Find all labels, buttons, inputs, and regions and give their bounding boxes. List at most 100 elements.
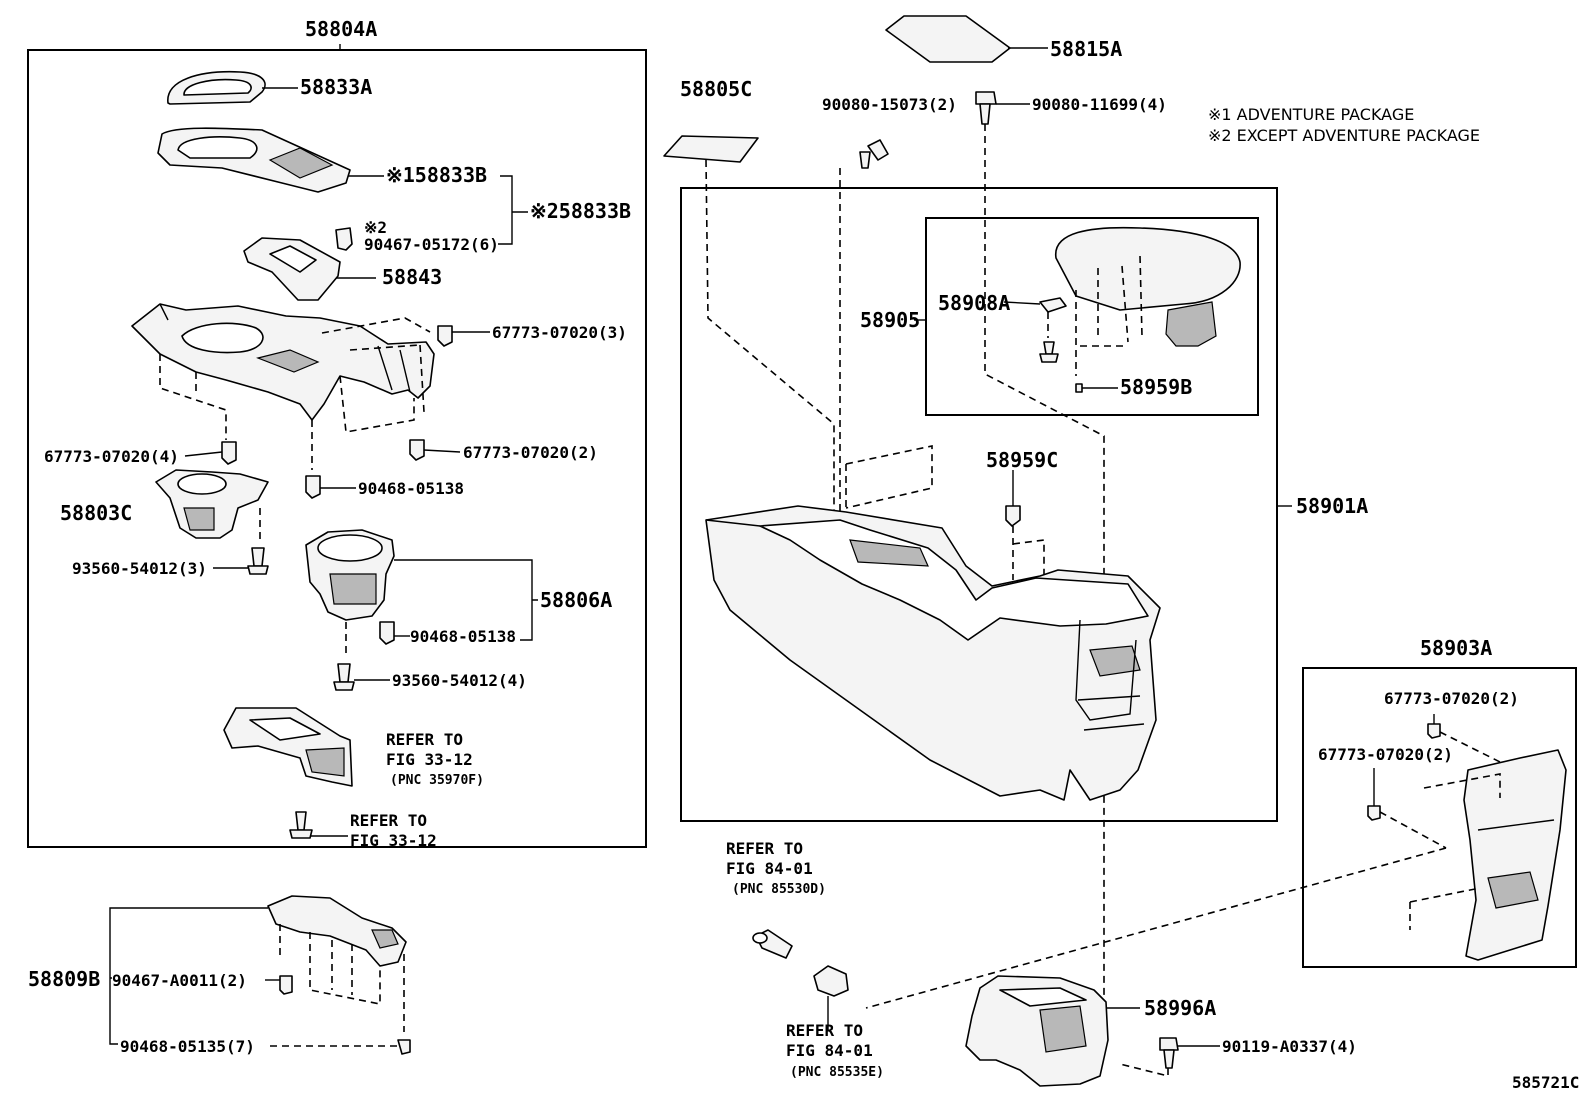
label-90119-A0337: 90119-A0337(4) [1222,1037,1357,1056]
part-90468-05138-clip-b [379,621,395,645]
label-67773-07020-3: 67773-07020(3) [492,323,627,342]
dash-90080-11699 [984,124,1105,1008]
bracket-58833B [348,175,528,245]
part-58908A-plate [1039,297,1067,313]
label-refer3-c: (PNC 85530D) [732,882,826,897]
label-90468-05135: 90468-05135(7) [120,1037,255,1056]
part-67773-07020-clip-a [437,325,453,347]
part-socket-85530D [752,929,793,959]
label-refer4-a: REFER TO [786,1021,863,1040]
label-refer1-b: FIG 33-12 [386,750,473,769]
figure-code: 585721C [1512,1073,1579,1092]
part-58833B-console-panel [157,127,351,193]
part-58905-armrest-lid [1055,226,1241,347]
label-67773-07020-2b: 67773-07020(2) [1384,689,1519,708]
group-box-58804A [27,49,647,848]
label-90467-05172-mark: ※2 [364,218,387,237]
label-58805C: 58805C [680,77,752,101]
part-socket-85535E [813,965,849,997]
notes-line-2: ※2 EXCEPT ADVENTURE PACKAGE [1208,126,1480,145]
part-58996A-console-bracket [965,975,1109,1087]
label-58806A: 58806A [540,588,612,612]
part-93560-54012-screw-b [333,663,355,691]
label-67773-07020-2c: 67773-07020(2) [1318,745,1453,764]
label-58903A: 58903A [1420,636,1492,660]
leader-67773-4 [184,451,223,457]
label-93560-54012-3: 93560-54012(3) [72,559,207,578]
dashed-guides-58905 [1075,255,1143,376]
label-58833B-2: ※258833B [530,199,631,223]
label-refer3-a: REFER TO [726,839,803,858]
bracket-58806A [394,559,538,641]
part-93560-54012-screw-a [247,547,269,575]
part-58901A-console-box [705,505,1161,801]
dashed-guides-58901A-top [845,445,933,509]
part-58903A-rear-panel [1463,749,1567,961]
label-58804A: 58804A [305,17,377,41]
part-67773-07020-clip-e [1367,805,1381,821]
dashed-guides-58959C [1012,526,1045,580]
part-58806A-cup-holder-insert [305,529,395,621]
leader-58908A [1003,301,1041,305]
dashed-guides-upper-panel [159,317,431,470]
label-refer4-b: FIG 84-01 [786,1041,873,1060]
label-58843: 58843 [382,265,442,289]
part-58805C-cover [663,135,759,163]
label-refer2-b: FIG 33-12 [350,831,437,850]
part-90468-05138-clip-a [305,475,321,499]
part-90468-05135-clip [397,1039,411,1055]
group-box-58901A [680,187,1278,822]
label-58908A: 58908A [938,291,1010,315]
group-box-58903A [1302,667,1577,968]
bracket-58809B [109,907,268,1045]
part-90080-15073-screw [859,139,889,169]
label-93560-54012-4: 93560-54012(4) [392,671,527,690]
label-refer1-a: REFER TO [386,730,463,749]
label-90080-11699: 90080-11699(4) [1032,95,1167,114]
label-refer4-c: (PNC 85535E) [790,1065,884,1080]
part-58803C-cup-holder [155,469,269,539]
label-67773-07020-4: 67773-07020(4) [44,447,179,466]
part-shift-lever-assembly [223,707,353,787]
dash-90119 [1119,1063,1169,1078]
label-refer3-b: FIG 84-01 [726,859,813,878]
part-58959B-pin [1075,383,1083,393]
label-90080-15073: 90080-15073(2) [822,95,957,114]
part-67773-07020-clip-b [221,441,237,465]
dashed-guides-58903A [865,731,1501,1009]
label-58901A: 58901A [1296,494,1368,518]
label-90467-05172: 90467-05172(6) [364,235,499,254]
label-67773-07020-2a: 67773-07020(2) [463,443,598,462]
part-shift-bolt [289,811,313,839]
part-58833A-shift-bezel [167,70,266,105]
dash-58805C [705,159,835,518]
label-58833A: 58833A [300,75,372,99]
part-90080-11699-bolt [975,91,997,125]
label-58815A: 58815A [1050,37,1122,61]
label-90468-05138a: 90468-05138 [358,479,464,498]
label-58996A: 58996A [1144,996,1216,1020]
label-58905: 58905 [860,308,920,332]
part-58959C-clip [1005,505,1021,527]
label-90468-05138b: 90468-05138 [410,627,516,646]
label-58833B-1: ※158833B [386,163,487,187]
dashed-guides-58809B [279,924,405,1032]
part-58843-bracket [243,237,341,301]
label-90467-A0011: 90467-A0011(2) [112,971,247,990]
part-58908A-screw [1039,341,1059,363]
part-67773-07020-clip-c [409,439,425,461]
label-refer1-c: (PNC 35970F) [390,773,484,788]
part-90119-A0337-bolt [1159,1037,1179,1069]
part-upper-console-panel [131,303,435,421]
label-58959C: 58959C [986,448,1058,472]
part-90467-A0011-clip [279,975,293,995]
group-box-58905 [925,217,1259,416]
label-refer2-a: REFER TO [350,811,427,830]
label-58803C: 58803C [60,501,132,525]
part-90467-05172-clip [335,227,353,251]
part-58815A-mat [885,15,1011,63]
label-58959B: 58959B [1120,375,1192,399]
label-58809B: 58809B [28,967,100,991]
part-67773-07020-clip-d [1427,723,1441,739]
